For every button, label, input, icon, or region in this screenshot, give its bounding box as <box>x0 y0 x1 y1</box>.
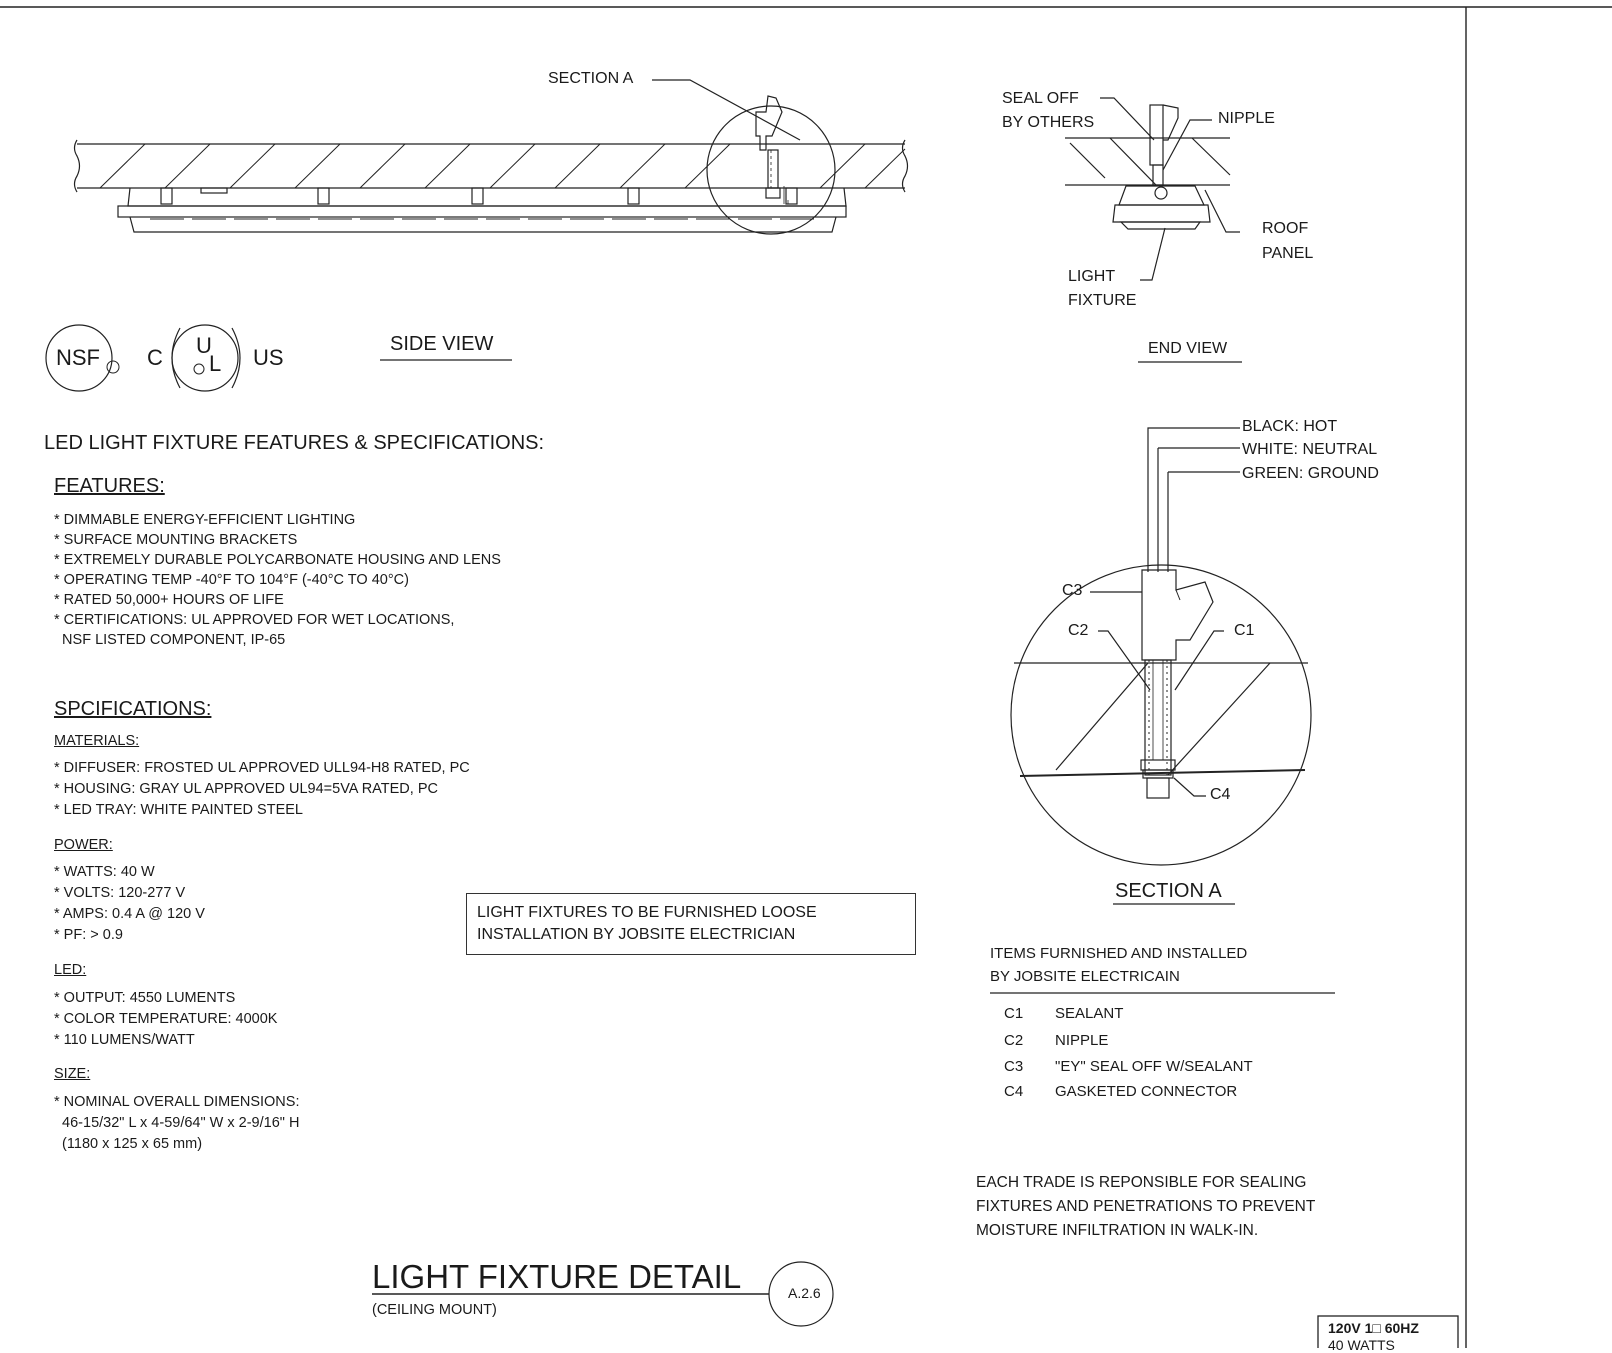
item-code: C2 <box>1004 1032 1024 1049</box>
feature-item: NSF LISTED COMPONENT, IP-65 <box>54 632 286 648</box>
materials-title: MATERIALS: <box>54 733 140 749</box>
trade-note-3: MOISTURE INFILTRATION IN WALK-IN. <box>976 1222 1259 1239</box>
materials-list: * DIFFUSER: FROSTED UL APPROVED ULL94-H8… <box>54 758 470 821</box>
detail-title: LIGHT FIXTURE DETAIL <box>372 1258 742 1295</box>
rating-line-2: 40 WATTS <box>1328 1337 1395 1353</box>
loose-note-line: INSTALLATION BY JOBSITE ELECTRICIAN <box>477 926 796 943</box>
c3-callout: C3 <box>1062 582 1083 599</box>
led-item: * 110 LUMENS/WATT <box>54 1032 195 1048</box>
led-list: * OUTPUT: 4550 LUMENTS * COLOR TEMPERATU… <box>54 988 277 1051</box>
ul-u-text: U <box>196 333 212 358</box>
size-title: SIZE: <box>54 1066 91 1082</box>
ul-us-text: US <box>253 345 284 370</box>
nsf-logo-text: NSF <box>56 345 100 370</box>
ul-c-text: C <box>147 345 163 370</box>
feature-item: * DIMMABLE ENERGY-EFFICIENT LIGHTING <box>54 512 356 528</box>
end-view-drawing <box>1065 97 1240 281</box>
size-item: 46-15/32" L x 4-59/64" W x 2-9/16" H <box>54 1115 300 1131</box>
trade-note-1: EACH TRADE IS REPONSIBLE FOR SEALING <box>976 1174 1307 1191</box>
c2-callout: C2 <box>1068 622 1089 639</box>
power-list: * WATTS: 40 W * VOLTS: 120-277 V * AMPS:… <box>54 862 205 946</box>
nipple-label: NIPPLE <box>1218 110 1275 127</box>
seal-off-label-2: BY OTHERS <box>1002 114 1095 131</box>
items-heading-1: ITEMS FURNISHED AND INSTALLED <box>990 945 1248 962</box>
feature-item: * CERTIFICATIONS: UL APPROVED FOR WET LO… <box>54 612 455 628</box>
wire-black-label: BLACK: HOT <box>1242 418 1338 435</box>
power-item: * AMPS: 0.4 A @ 120 V <box>54 906 205 922</box>
item-code: C4 <box>1004 1083 1024 1100</box>
item-desc: NIPPLE <box>1055 1032 1109 1049</box>
wire-green-label: GREEN: GROUND <box>1242 465 1379 482</box>
item-desc: GASKETED CONNECTOR <box>1055 1083 1238 1100</box>
trade-note-2: FIXTURES AND PENETRATIONS TO PREVENT <box>976 1198 1316 1215</box>
power-title: POWER: <box>54 837 113 853</box>
specs-heading: LED LIGHT FIXTURE FEATURES & SPECIFICATI… <box>44 432 545 454</box>
side-view-drawing <box>73 79 909 235</box>
side-view-title: SIDE VIEW <box>390 333 494 355</box>
specifications-title: SPCIFICATIONS: <box>54 698 212 720</box>
section-a-drawing <box>1010 427 1312 866</box>
roof-panel-label-1: ROOF <box>1262 220 1309 237</box>
item-code: C1 <box>1004 1005 1024 1022</box>
power-item: * WATTS: 40 W <box>54 864 155 880</box>
ul-l-text: L <box>209 351 222 376</box>
light-fixture-label-2: FIXTURE <box>1068 292 1137 309</box>
light-fixture-label-1: LIGHT <box>1068 268 1116 285</box>
detail-subtitle: (CEILING MOUNT) <box>372 1302 497 1318</box>
c1-callout: C1 <box>1234 622 1255 639</box>
c4-callout: C4 <box>1210 786 1231 803</box>
certification-logos <box>45 324 241 392</box>
loose-note-line: LIGHT FIXTURES TO BE FURNISHED LOOSE <box>477 904 817 921</box>
features-title: FEATURES: <box>54 475 165 497</box>
feature-item: * OPERATING TEMP -40°F TO 104°F (-40°C T… <box>54 572 409 588</box>
feature-item: * RATED 50,000+ HOURS OF LIFE <box>54 592 284 608</box>
features-list: * DIMMABLE ENERGY-EFFICIENT LIGHTING * S… <box>54 510 501 650</box>
size-item: (1180 x 125 x 65 mm) <box>54 1136 203 1152</box>
rating-line-1: 120V 1□ 60HZ <box>1328 1320 1419 1336</box>
end-view-title: END VIEW <box>1148 340 1228 357</box>
wire-white-label: WHITE: NEUTRAL <box>1242 441 1378 458</box>
led-item: * COLOR TEMPERATURE: 4000K <box>54 1011 278 1027</box>
led-item: * OUTPUT: 4550 LUMENTS <box>54 990 236 1006</box>
materials-item: * DIFFUSER: FROSTED UL APPROVED ULL94-H8… <box>54 760 470 776</box>
roof-panel-label-2: PANEL <box>1262 245 1314 262</box>
power-item: * VOLTS: 120-277 V <box>54 885 186 901</box>
items-heading-2: BY JOBSITE ELECTRICAIN <box>990 968 1180 985</box>
item-desc: SEALANT <box>1055 1005 1124 1022</box>
materials-item: * HOUSING: GRAY UL APPROVED UL94=5VA RAT… <box>54 781 438 797</box>
feature-item: * SURFACE MOUNTING BRACKETS <box>54 532 298 548</box>
feature-item: * EXTREMELY DURABLE POLYCARBONATE HOUSIN… <box>54 552 501 568</box>
section-a-callout: SECTION A <box>548 70 634 87</box>
item-code: C3 <box>1004 1058 1024 1075</box>
size-item: * NOMINAL OVERALL DIMENSIONS: <box>54 1094 300 1110</box>
section-a-title: SECTION A <box>1115 880 1222 902</box>
materials-item: * LED TRAY: WHITE PAINTED STEEL <box>54 802 303 818</box>
size-list: * NOMINAL OVERALL DIMENSIONS: 46-15/32" … <box>54 1092 299 1155</box>
loose-fixture-note: LIGHT FIXTURES TO BE FURNISHED LOOSE INS… <box>466 893 916 955</box>
item-desc: "EY" SEAL OFF W/SEALANT <box>1055 1058 1253 1075</box>
power-item: * PF: > 0.9 <box>54 927 123 943</box>
seal-off-label-1: SEAL OFF <box>1002 90 1079 107</box>
led-title: LED: <box>54 962 87 978</box>
detail-reference-bubble: A.2.6 <box>788 1285 821 1301</box>
